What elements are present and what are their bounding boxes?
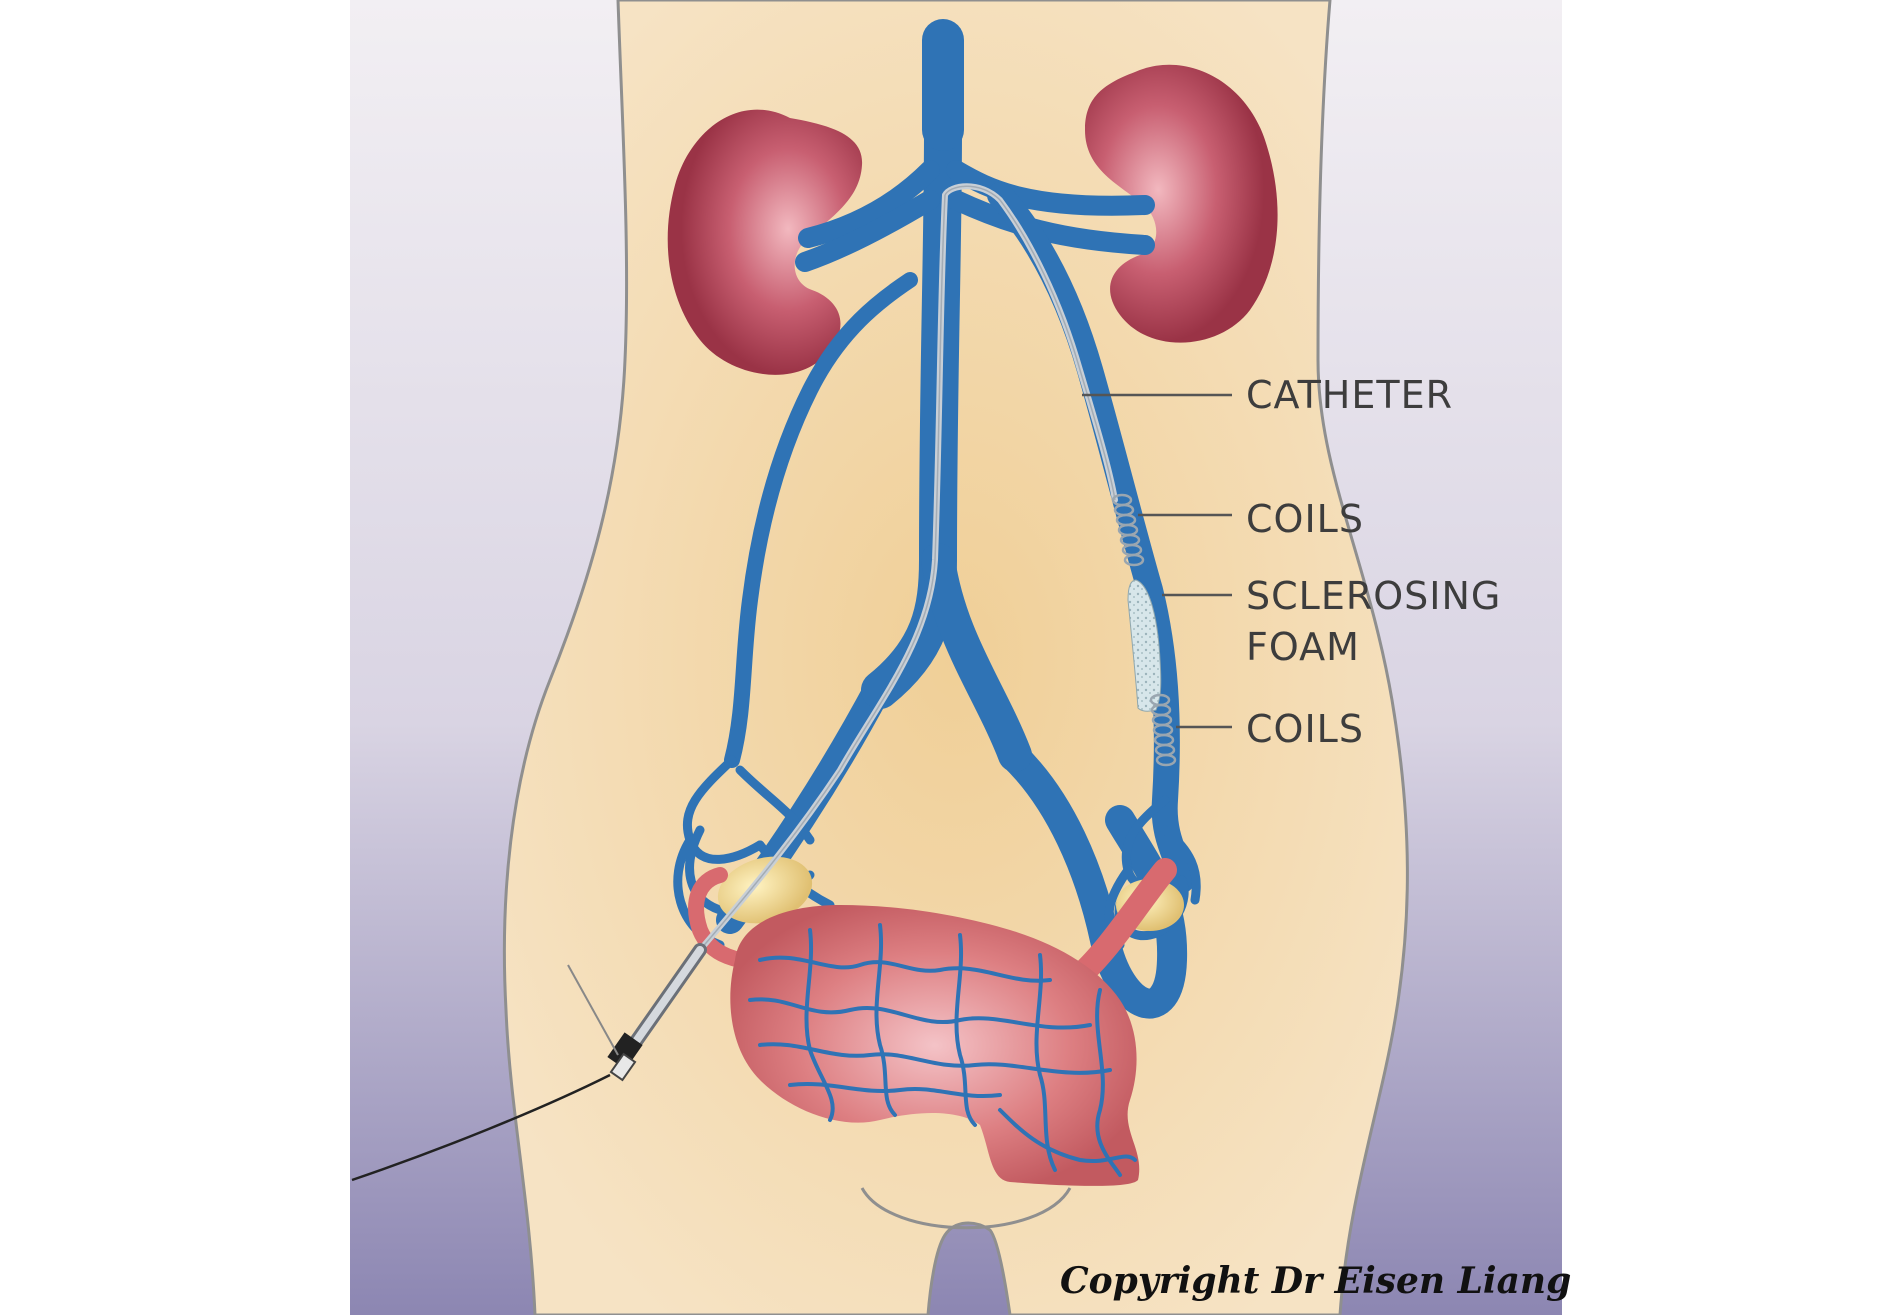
copyright-signature: Copyright Dr Eisen Liang — [1060, 1260, 1571, 1302]
label-sclerosing: SCLEROSING — [1246, 574, 1501, 618]
label-catheter: CATHETER — [1246, 373, 1453, 417]
label-foam: FOAM — [1246, 625, 1360, 669]
label-coils-lower: COILS — [1246, 707, 1364, 751]
label-coils-upper: COILS — [1246, 497, 1364, 541]
